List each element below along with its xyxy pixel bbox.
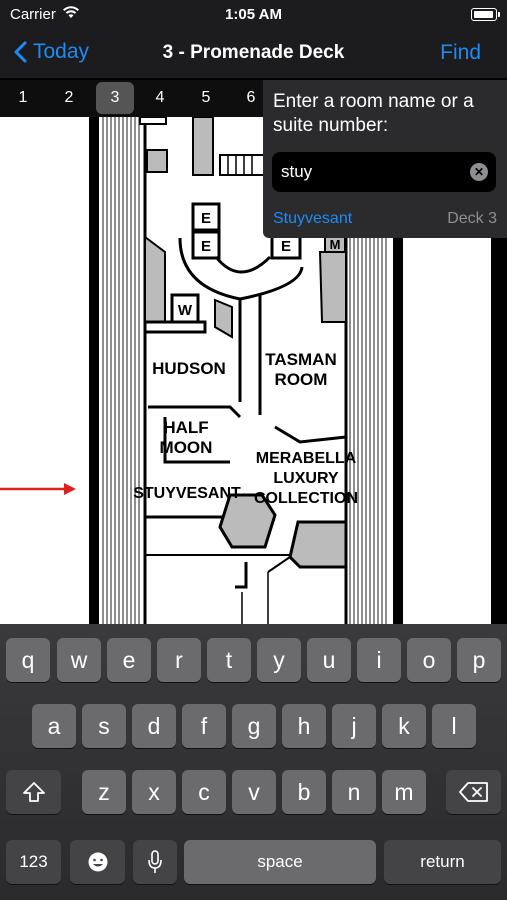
tab-deck-2[interactable]: 2 — [64, 89, 74, 106]
key-z[interactable]: z — [82, 770, 126, 814]
tab-deck-1[interactable]: 1 — [18, 89, 28, 106]
key-h[interactable]: h — [282, 704, 326, 748]
room-label-stuyvesant: STUYVESANT — [133, 485, 241, 502]
key-f[interactable]: f — [182, 704, 226, 748]
numbers-key[interactable]: 123 — [6, 840, 61, 884]
deck-plan-drawing: E E E M W HUDSON TASMAN ROO — [0, 117, 507, 627]
plan-label-e1: E — [201, 210, 211, 227]
return-key[interactable]: return — [384, 840, 501, 884]
key-y[interactable]: y — [257, 638, 301, 682]
key-w[interactable]: w — [57, 638, 101, 682]
plan-label-e2: E — [201, 238, 211, 255]
navigation-bar: Today 3 - Promenade Deck Find — [0, 30, 507, 78]
tab-deck-3[interactable]: 3 — [96, 82, 134, 114]
search-field[interactable]: ✕ — [272, 152, 496, 192]
back-button[interactable]: Today — [14, 40, 89, 64]
key-o[interactable]: o — [407, 638, 451, 682]
space-key[interactable]: space — [184, 840, 376, 884]
dictation-key[interactable] — [133, 840, 177, 884]
key-v[interactable]: v — [232, 770, 276, 814]
search-prompt: Enter a room name or a suite number: — [273, 91, 474, 136]
key-k[interactable]: k — [382, 704, 426, 748]
key-s[interactable]: s — [82, 704, 126, 748]
key-a[interactable]: a — [32, 704, 76, 748]
key-j[interactable]: j — [332, 704, 376, 748]
status-bar: Carrier 1:05 AM — [0, 0, 507, 30]
location-arrow-icon — [0, 483, 76, 495]
key-n[interactable]: n — [332, 770, 376, 814]
key-r[interactable]: r — [157, 638, 201, 682]
room-label-merabella-line1: MERABELLA — [256, 450, 357, 467]
key-t[interactable]: t — [207, 638, 251, 682]
key-e[interactable]: e — [107, 638, 151, 682]
key-u[interactable]: u — [307, 638, 351, 682]
key-x[interactable]: x — [132, 770, 176, 814]
backspace-icon — [458, 782, 488, 802]
tab-deck-5[interactable]: 5 — [201, 89, 211, 106]
back-button-label: Today — [33, 40, 90, 63]
battery-icon — [471, 8, 500, 21]
room-label-merabella-line2: LUXURY — [273, 470, 339, 487]
deck-plan[interactable]: E E E M W HUDSON TASMAN ROO — [0, 117, 507, 627]
microphone-icon — [148, 850, 162, 873]
search-result-deck: Deck 3 — [447, 210, 497, 227]
key-l[interactable]: l — [432, 704, 476, 748]
key-i[interactable]: i — [357, 638, 401, 682]
key-b[interactable]: b — [282, 770, 326, 814]
clock: 1:05 AM — [225, 6, 282, 23]
plan-label-m: M — [330, 237, 341, 252]
room-label-half-moon-line2: MOON — [160, 438, 213, 457]
page-title: 3 - Promenade Deck — [162, 42, 345, 63]
chevron-left-icon — [14, 41, 27, 63]
shift-key[interactable] — [6, 770, 61, 814]
key-g[interactable]: g — [232, 704, 276, 748]
emoji-key[interactable] — [70, 840, 125, 884]
room-label-hudson: HUDSON — [152, 359, 226, 378]
search-result-room[interactable]: Stuyvesant — [273, 210, 353, 227]
find-button[interactable]: Find — [440, 41, 481, 64]
search-popover: Enter a room name or a suite number: ✕ S… — [263, 80, 507, 238]
keyboard: q w e r t y u i o p a s d f g h j k l z … — [0, 624, 507, 900]
plan-label-e3: E — [281, 238, 291, 255]
delete-key[interactable] — [446, 770, 501, 814]
key-c[interactable]: c — [182, 770, 226, 814]
shift-icon — [22, 782, 45, 802]
key-d[interactable]: d — [132, 704, 176, 748]
room-label-tasman-line1: TASMAN — [265, 350, 336, 369]
wifi-icon — [63, 6, 79, 18]
key-q[interactable]: q — [6, 638, 50, 682]
search-input[interactable] — [281, 152, 461, 192]
room-label-half-moon-line1: HALF — [163, 418, 208, 437]
tab-deck-4[interactable]: 4 — [155, 89, 165, 106]
tab-deck-6[interactable]: 6 — [246, 89, 256, 106]
clear-search-icon[interactable]: ✕ — [470, 163, 488, 181]
emoji-icon — [88, 852, 107, 872]
plan-label-w: W — [178, 302, 193, 319]
key-m[interactable]: m — [382, 770, 426, 814]
key-p[interactable]: p — [457, 638, 501, 682]
carrier-label: Carrier — [10, 6, 56, 23]
room-label-merabella-line3: COLLECTION — [254, 490, 358, 507]
room-label-tasman-line2: ROOM — [275, 370, 328, 389]
